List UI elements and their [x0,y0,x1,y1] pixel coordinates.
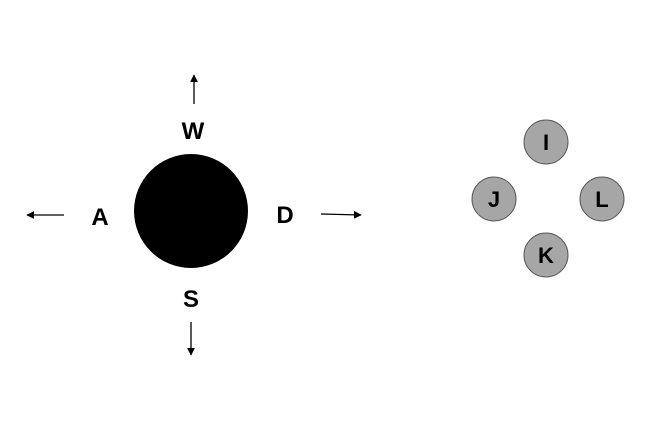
button-k-label: K [538,243,554,268]
key-a-label: A [91,204,108,231]
button-i-label: I [543,130,549,155]
movement-group: W A D S [26,74,362,356]
button-l-label: L [595,187,608,212]
button-i: I [523,119,569,165]
arrow-right-icon [320,210,362,219]
key-s-label: S [183,286,199,313]
button-j: J [471,176,517,222]
button-k: K [523,232,569,278]
player-body [134,154,248,268]
key-d-label: D [276,202,293,229]
button-l: L [579,176,625,222]
button-j-label: J [488,187,500,212]
action-buttons-group: I J L K [471,119,625,278]
key-w-label: W [182,118,205,145]
